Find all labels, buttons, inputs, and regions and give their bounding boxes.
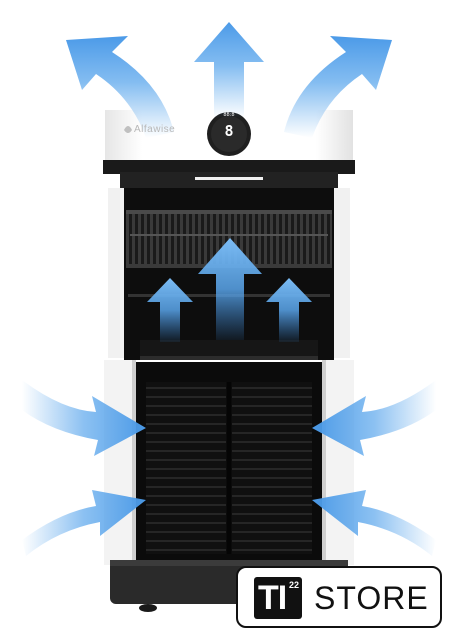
control-display: [207, 112, 251, 156]
store-logo: TI 22: [254, 577, 302, 619]
inner-arrow-center: [198, 238, 262, 340]
outflow-arrow-left: [66, 36, 174, 138]
purifier-body: [103, 110, 355, 612]
store-logo-superscript: 22: [289, 580, 300, 590]
brand-logo-text: Alfawise: [134, 124, 176, 135]
store-name: STORE: [314, 580, 429, 616]
outflow-arrow-up: [194, 22, 264, 118]
inner-arrow-left: [147, 278, 193, 342]
outflow-arrow-right: [284, 36, 392, 138]
intake-arrow-lower-right: [312, 490, 436, 556]
inner-arrow-right: [266, 278, 312, 342]
store-badge[interactable]: TI 22 STORE: [236, 566, 442, 628]
intake-arrow-lower-left: [22, 490, 146, 556]
display-digit: 8: [224, 122, 234, 140]
intake-arrow-upper-right: [312, 380, 436, 456]
display-mini-readout: 88:8: [223, 112, 235, 118]
store-logo-main: TI: [258, 579, 287, 617]
intake-arrow-upper-left: [22, 380, 146, 456]
leaf-icon: [124, 126, 132, 133]
